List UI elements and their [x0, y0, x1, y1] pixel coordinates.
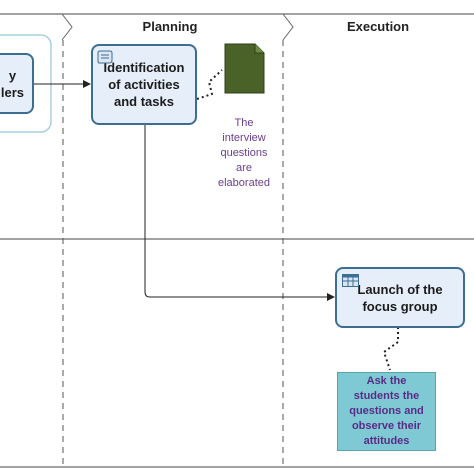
phase-chevron-1 [61, 13, 73, 41]
association-to-note [382, 327, 399, 371]
arrowhead-1 [83, 80, 91, 88]
task-left-partial[interactable]: y lers [0, 53, 34, 114]
annotation-questions-elaborated: The interview questions are elaborated [218, 117, 270, 189]
task-launch-focus-group[interactable]: Launch of the focus group [335, 267, 465, 328]
task-launch-label: Launch of the focus group [357, 281, 443, 314]
table-task-icon [342, 274, 359, 291]
arrowhead-2 [327, 293, 335, 301]
data-object-document-icon [224, 43, 265, 94]
task-identification[interactable]: Identification of activities and tasks [91, 44, 197, 125]
phase-chevron-2 [282, 13, 294, 41]
annotation-observe-attitudes: Ask the students the questions and obser… [337, 372, 436, 451]
task-left-partial-label: y lers [0, 67, 24, 100]
script-task-icon [97, 50, 113, 68]
lane-title-execution: Execution [346, 19, 410, 34]
association-to-document [196, 69, 223, 100]
sequence-flow-identification-to-launch [144, 124, 328, 298]
lane-title-planning: Planning [142, 19, 198, 34]
task-identification-label: Identification of activities and tasks [103, 60, 185, 109]
